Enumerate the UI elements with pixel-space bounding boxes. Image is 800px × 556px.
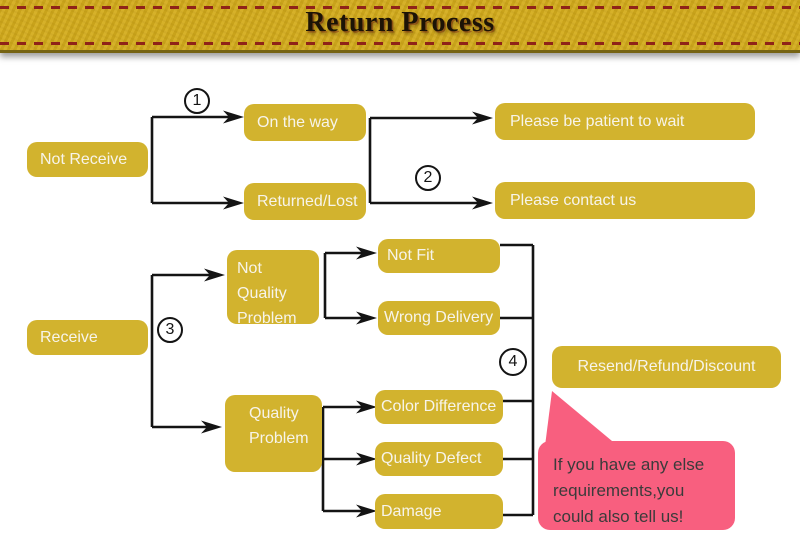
- node-returned-lost: Returned/Lost: [244, 183, 366, 220]
- node-wrong-delivery: Wrong Delivery: [378, 301, 500, 335]
- note-line-2: requirements,you: [553, 481, 685, 500]
- node-please-contact: Please contact us: [495, 182, 755, 219]
- speech-bubble-tail: [545, 391, 618, 446]
- header-banner: Return Process: [0, 0, 800, 53]
- node-receive: Receive: [27, 320, 148, 355]
- node-damage: Damage: [375, 494, 503, 529]
- node-please-wait: Please be patient to wait: [495, 103, 755, 140]
- note-line-1: If you have any else: [553, 455, 705, 474]
- step-badge-3: 3: [157, 317, 183, 343]
- node-color-difference: Color Difference: [375, 390, 503, 424]
- node-on-the-way: On the way: [244, 104, 366, 141]
- node-not-fit: Not Fit: [378, 239, 500, 273]
- step-badge-4: 4: [499, 348, 527, 376]
- page-title: Return Process: [305, 7, 495, 38]
- node-quality-problem: Quality Problem: [225, 395, 322, 472]
- header-dashed-border-bottom: [0, 42, 800, 45]
- node-quality-defect: Quality Defect: [375, 442, 503, 476]
- header-dashed-border-top: [0, 6, 800, 9]
- node-not-quality-problem: Not Quality Problem: [227, 250, 319, 327]
- node-not-receive: Not Receive: [27, 142, 148, 177]
- step-badge-1: 1: [184, 88, 210, 114]
- step-badge-2: 2: [415, 165, 441, 191]
- note-speech-bubble: If you have any else requirements,you co…: [538, 441, 735, 530]
- node-resend-refund-discount: Resend/Refund/Discount: [552, 346, 781, 388]
- note-line-3: could also tell us!: [553, 507, 684, 526]
